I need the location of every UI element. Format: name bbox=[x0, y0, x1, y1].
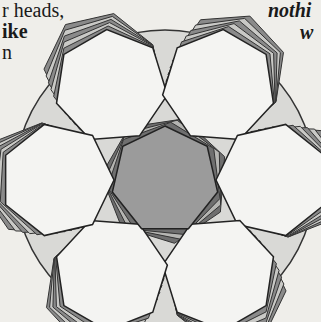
text-fragment: ike bbox=[2, 21, 28, 41]
outer-strand bbox=[216, 124, 321, 235]
outer-strand bbox=[163, 220, 274, 322]
outer-strand bbox=[57, 30, 168, 140]
core-strand bbox=[112, 126, 217, 229]
core-layer bbox=[107, 122, 220, 234]
outer-strand bbox=[6, 124, 114, 235]
text-fragment: nothi bbox=[268, 0, 311, 20]
outer-strand bbox=[57, 220, 168, 322]
text-fragment: r heads, bbox=[2, 0, 64, 20]
core-layer bbox=[104, 120, 221, 239]
text-fragment: n bbox=[2, 42, 12, 62]
text-fragment: w bbox=[300, 22, 313, 42]
outer-strand bbox=[163, 30, 274, 140]
